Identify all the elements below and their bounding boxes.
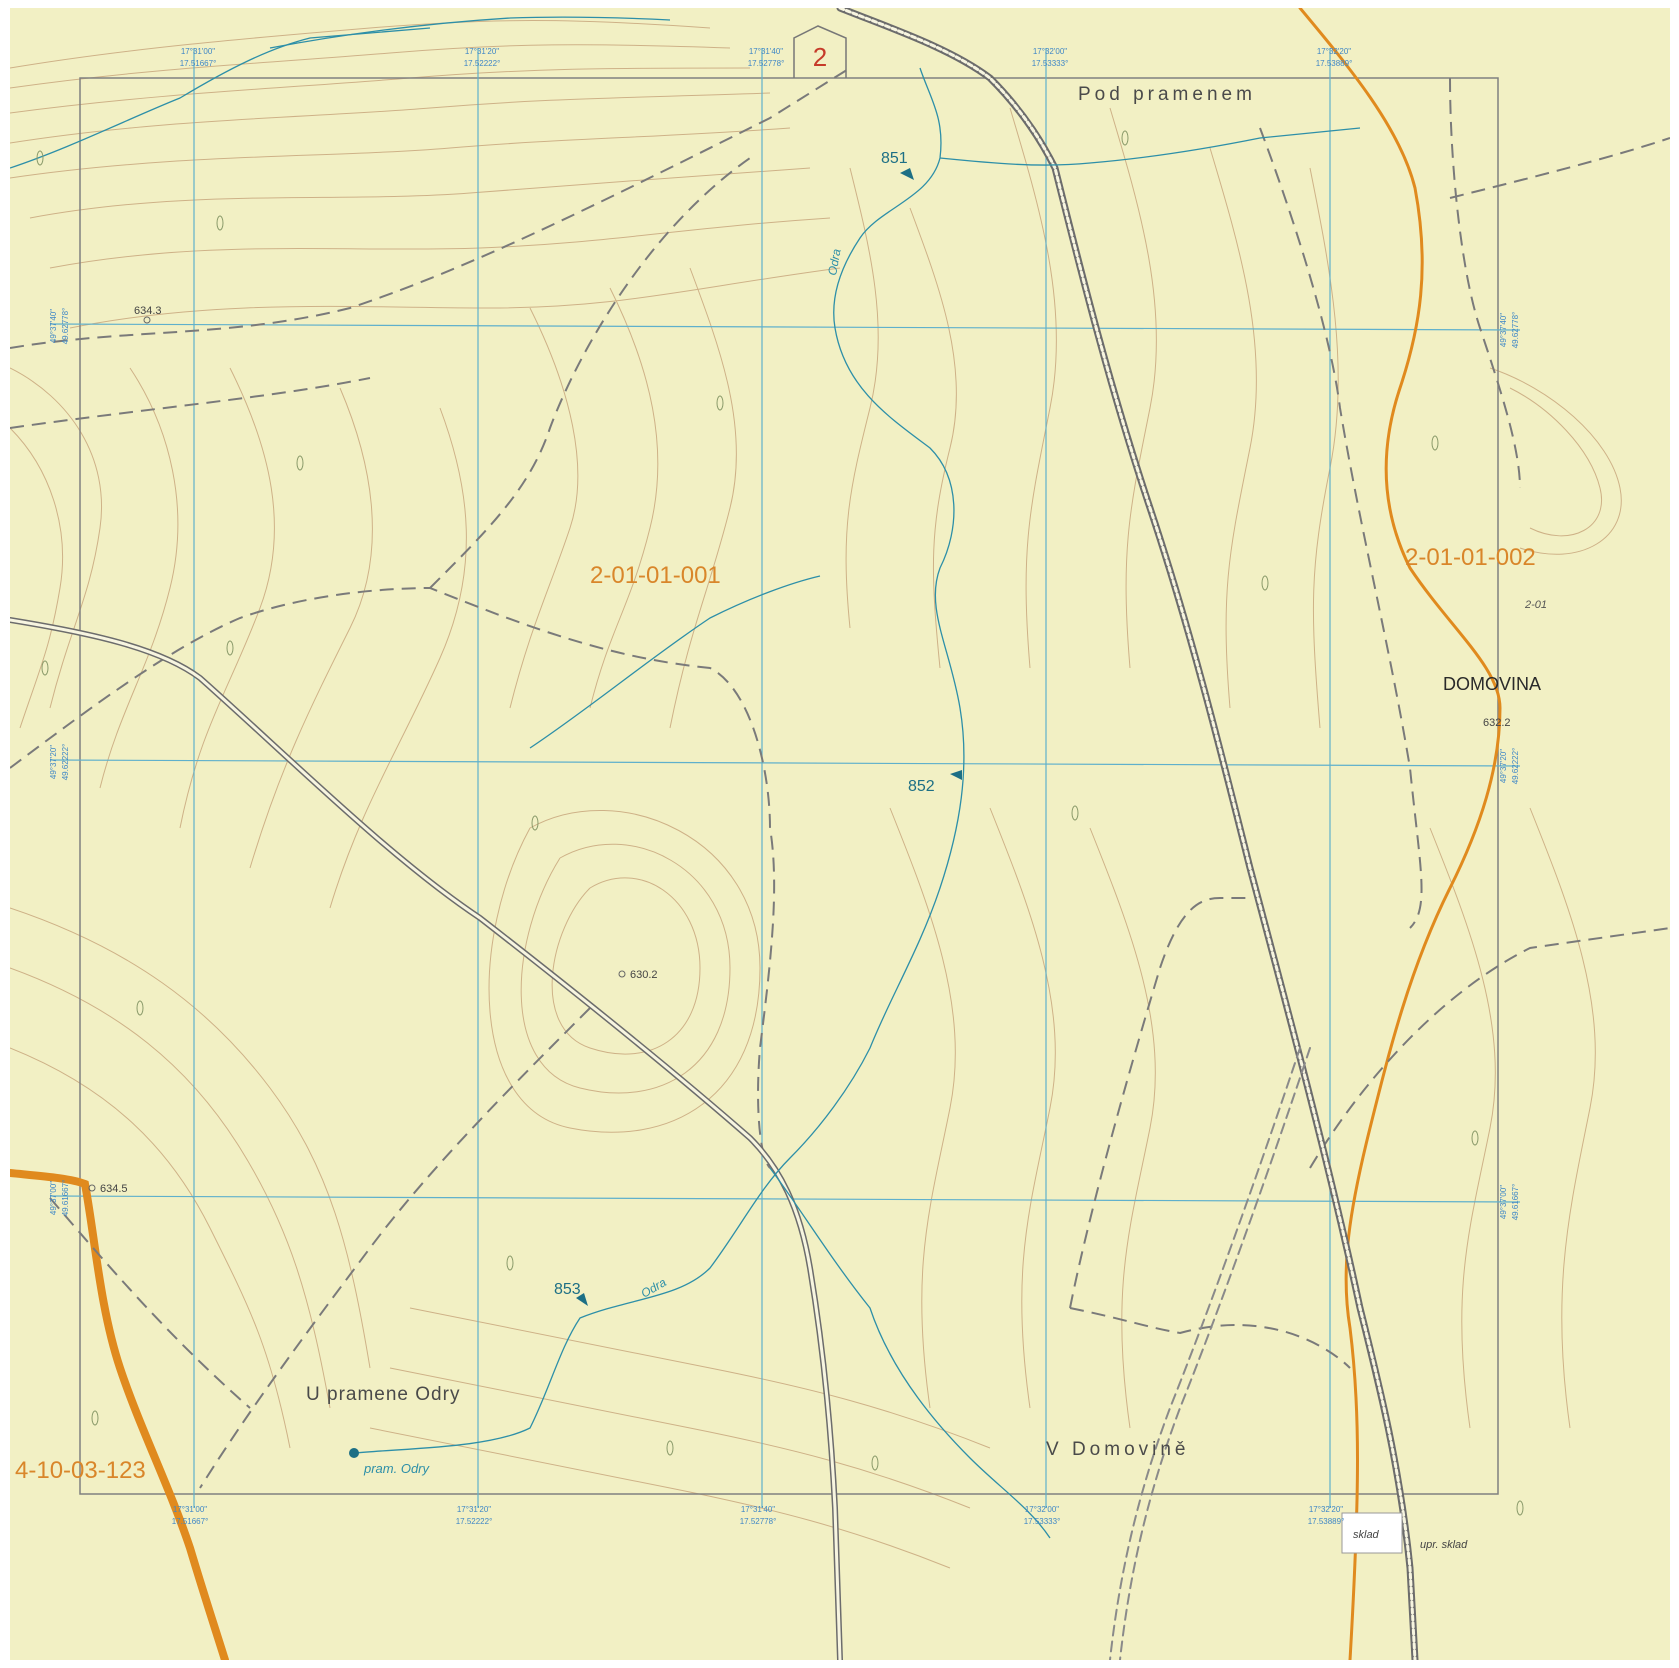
- place-pod-pramenem[interactable]: Pod pramenem: [1078, 84, 1256, 105]
- spot-height-630-2: 630.2: [630, 969, 658, 981]
- svg-text:17°31'40": 17°31'40": [741, 1505, 775, 1514]
- svg-text:17.52778°: 17.52778°: [740, 1517, 777, 1526]
- svg-text:17°31'00": 17°31'00": [173, 1505, 207, 1514]
- point-851[interactable]: 851: [881, 150, 908, 167]
- place-v-domovine[interactable]: V Domovině: [1046, 1439, 1190, 1460]
- svg-text:17°32'20": 17°32'20": [1309, 1505, 1343, 1514]
- svg-text:49°37'40": 49°37'40": [49, 309, 58, 343]
- spring-label-pram-odry: pram. Odry: [363, 1461, 431, 1476]
- spring-odra[interactable]: [349, 1448, 359, 1458]
- coord-labels-left: 49°37'40" 49.62778° 49°37'20" 49.62222° …: [49, 308, 70, 1217]
- map-labels: 2 2-01-01-001 2-01-01-002 4-10-03-123 2-…: [15, 42, 1547, 1551]
- spot-height-634-3: 634.3: [134, 305, 162, 317]
- place-u-pramene-odry[interactable]: U pramene Odry: [306, 1384, 460, 1405]
- boundary-east: [1298, 8, 1502, 1660]
- svg-text:17.53333°: 17.53333°: [1024, 1517, 1061, 1526]
- svg-text:17.53889°: 17.53889°: [1316, 59, 1353, 68]
- facility-box-sklad: [1341, 1512, 1403, 1554]
- svg-text:17.51667°: 17.51667°: [172, 1517, 209, 1526]
- svg-text:17°32'00": 17°32'00": [1033, 47, 1067, 56]
- stream-markers: [349, 168, 962, 1458]
- river-label-odra-north: Odra: [825, 247, 843, 276]
- map-background: [10, 8, 1670, 1660]
- svg-text:49.62222°: 49.62222°: [1511, 748, 1520, 785]
- map-neatline: [79, 77, 1499, 1495]
- flag-853: [576, 1293, 588, 1306]
- svg-text:17.52778°: 17.52778°: [748, 59, 785, 68]
- svg-text:17.53889°: 17.53889°: [1308, 1517, 1345, 1526]
- boundary-southwest: [10, 1169, 229, 1660]
- svg-text:17.52222°: 17.52222°: [464, 59, 501, 68]
- svg-text:49°37'20": 49°37'20": [1499, 749, 1508, 783]
- region-label-2-01: 2-01: [1524, 599, 1547, 611]
- svg-text:49.62778°: 49.62778°: [61, 308, 70, 345]
- streams: [10, 16, 1361, 1539]
- spot-height-634-5: 634.5: [100, 1183, 128, 1195]
- region-label-4-10-03-123[interactable]: 4-10-03-123: [15, 1457, 146, 1484]
- point-852[interactable]: 852: [908, 778, 935, 795]
- contour-lines: [10, 20, 1622, 1569]
- admin-boundaries: [10, 8, 1502, 1660]
- svg-text:49°37'40": 49°37'40": [1499, 313, 1508, 347]
- region-label-2-01-01-002[interactable]: 2-01-01-002: [1405, 544, 1536, 571]
- coord-labels-right: 49°37'40" 49.62778° 49°37'20" 49.62222° …: [1499, 312, 1520, 1221]
- svg-text:17.52222°: 17.52222°: [456, 1517, 493, 1526]
- svg-text:49.62222°: 49.62222°: [61, 744, 70, 781]
- sheet-number-box: [793, 25, 847, 78]
- svg-text:17°31'20": 17°31'20": [465, 47, 499, 56]
- coord-labels-top: 17°31'00" 17.51667° 17°31'20" 17.52222° …: [180, 47, 1353, 68]
- svg-text:49°37'20": 49°37'20": [49, 745, 58, 779]
- flag-851: [900, 168, 914, 180]
- svg-text:17°31'40": 17°31'40": [749, 47, 783, 56]
- svg-text:17.53333°: 17.53333°: [1032, 59, 1069, 68]
- forest-symbols: [36, 130, 1524, 1516]
- region-label-2-01-01-001[interactable]: 2-01-01-001: [590, 562, 721, 589]
- sheet-number: 2: [813, 42, 827, 72]
- svg-text:17°32'00": 17°32'00": [1025, 1505, 1059, 1514]
- svg-text:49.61667°: 49.61667°: [61, 1180, 70, 1217]
- facility-upr-sklad: upr. sklad: [1420, 1539, 1468, 1551]
- map-canvas[interactable]: 17°31'00" 17.51667° 17°31'20" 17.52222° …: [10, 8, 1670, 1660]
- river-odra: [354, 67, 965, 1454]
- svg-text:17°31'20": 17°31'20": [457, 1505, 491, 1514]
- forest-tracks: [10, 67, 1670, 1489]
- coord-labels-bottom: 17°31'00" 17.51667° 17°31'20" 17.52222° …: [172, 1505, 1345, 1526]
- flag-852: [950, 770, 962, 780]
- roads: [10, 8, 1419, 1660]
- place-domovina[interactable]: DOMOVINA: [1443, 674, 1541, 694]
- svg-text:17.51667°: 17.51667°: [180, 59, 217, 68]
- svg-text:49.61667°: 49.61667°: [1511, 1184, 1520, 1221]
- spot-height-632-2: 632.2: [1483, 717, 1511, 729]
- svg-text:49°37'00": 49°37'00": [1499, 1185, 1508, 1219]
- point-853[interactable]: 853: [554, 1281, 581, 1298]
- spot-height-markers: [88, 316, 626, 1192]
- svg-text:49.62778°: 49.62778°: [1511, 312, 1520, 349]
- svg-text:49°37'00": 49°37'00": [49, 1181, 58, 1215]
- facility-sklad: sklad: [1353, 1529, 1380, 1541]
- svg-text:17°32'20": 17°32'20": [1317, 47, 1351, 56]
- svg-text:17°31'00": 17°31'00": [181, 47, 215, 56]
